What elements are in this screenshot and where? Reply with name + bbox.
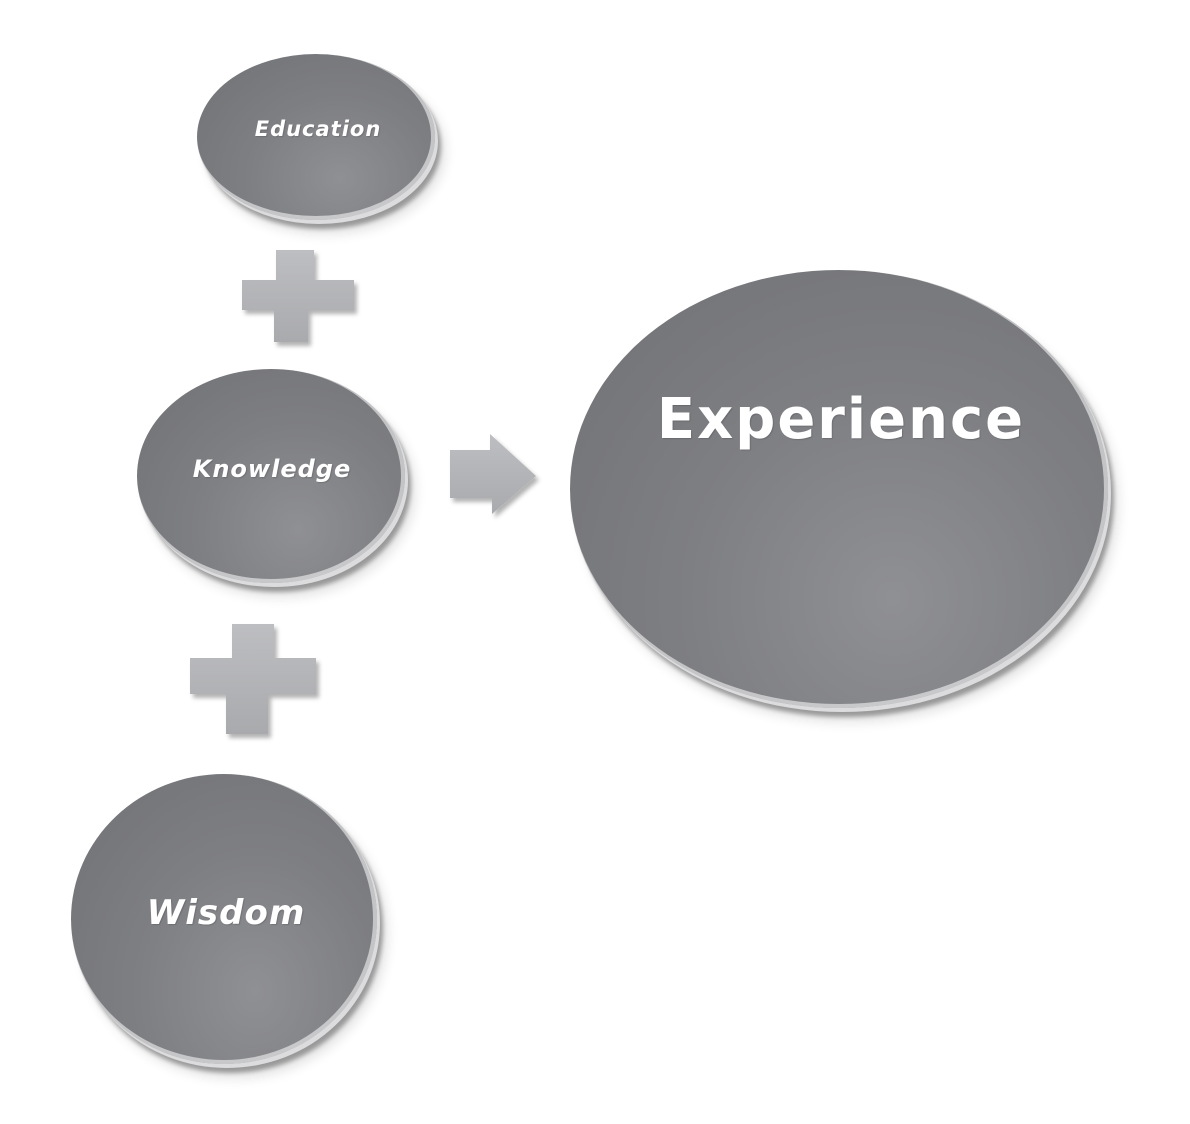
wisdom-circle: Wisdom — [71, 774, 377, 1064]
education-label: Education — [254, 117, 382, 141]
education-circle: Education — [197, 54, 435, 220]
right-arrow-icon — [450, 434, 536, 514]
wisdom-label: Wisdom — [146, 893, 306, 933]
experience-label: Experience — [656, 386, 1026, 452]
plus-icon — [242, 250, 354, 342]
plus-icon — [190, 624, 316, 734]
knowledge-label: Knowledge — [192, 455, 352, 483]
experience-circle: Experience — [570, 270, 1108, 708]
knowledge-circle: Knowledge — [137, 369, 405, 583]
